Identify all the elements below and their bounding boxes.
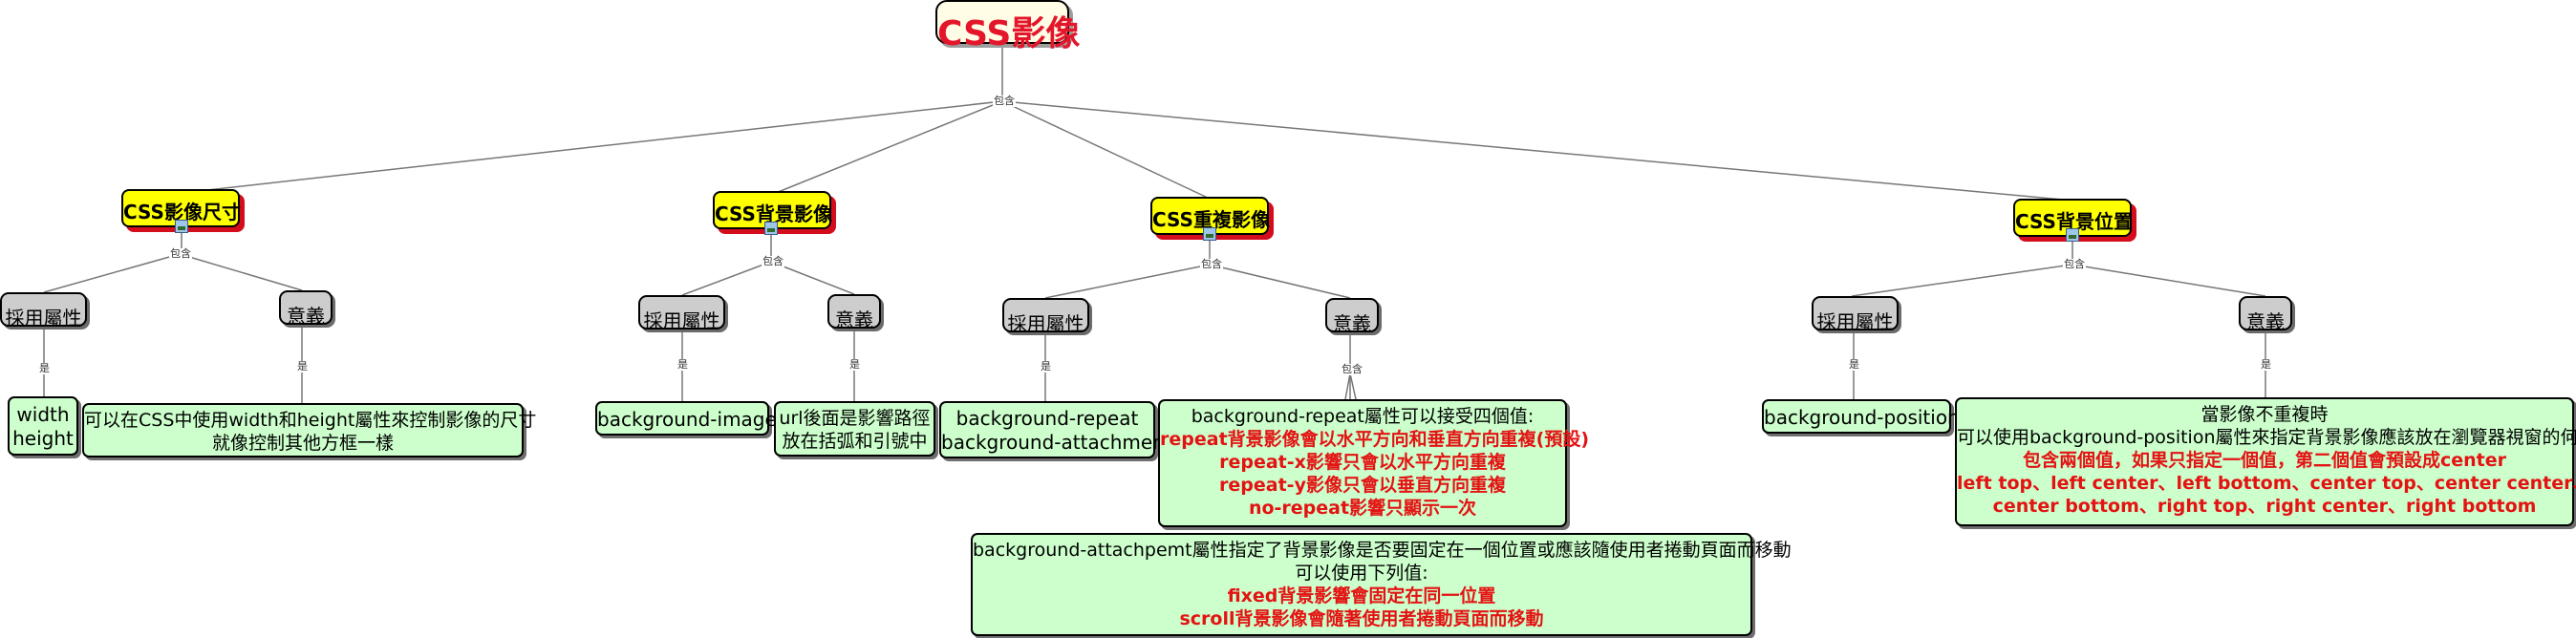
meaning-line: repeat背景影像會以水平方向和垂直方向重複(預設) <box>1160 429 1590 450</box>
image-icon <box>175 220 188 233</box>
meaning-line: repeat-x影響只會以水平方向重複 <box>1219 452 1506 473</box>
link-label-contains: 包含 <box>993 95 1016 107</box>
root-title: CSS影像 <box>937 14 1081 53</box>
meaning-label: 意義 <box>1333 312 1371 335</box>
meaning-line: 包含兩個值，如果只指定一個值，第二個值會預設成center <box>2022 450 2506 471</box>
link-label-is: 是 <box>848 358 861 371</box>
topic-css-background-image[interactable]: CSS背景影像 <box>713 191 832 229</box>
position-attr-value[interactable]: background-position <box>1762 399 1960 434</box>
meaning-label: 意義 <box>835 308 873 331</box>
meaning-line: left top、left center、left bottom、center … <box>1957 473 2576 494</box>
meaning-line: 可以在CSS中使用width和height屬性來控制影像的尺寸 <box>84 410 537 431</box>
attr-node-size[interactable]: 採用屬性 <box>0 292 87 330</box>
link-label-is: 是 <box>38 362 51 374</box>
root-node[interactable]: CSS影像 <box>935 0 1080 53</box>
repeat-meaning-text-2[interactable]: background-attachpemt屬性指定了背景影像是否要固定在一個位置… <box>971 533 1792 636</box>
value-line: background-repeat <box>955 407 1139 430</box>
link-label-is: 是 <box>1848 358 1860 371</box>
meaning-node-repeat[interactable]: 意義 <box>1325 298 1379 335</box>
attr-label: 採用屬性 <box>643 309 720 332</box>
size-attr-values[interactable]: width height <box>8 396 78 456</box>
meaning-line: 就像控制其他方框一樣 <box>211 433 394 454</box>
attr-node-position[interactable]: 採用屬性 <box>1812 296 1899 333</box>
meaning-line: no-repeat影響只顯示一次 <box>1248 498 1477 519</box>
meaning-line: fixed背景影響會固定在同一位置 <box>1227 585 1496 606</box>
meaning-node-bg[interactable]: 意義 <box>827 294 881 331</box>
meaning-line: 當影像不重複時 <box>2200 404 2329 425</box>
position-meaning-text[interactable]: 當影像不重複時 可以使用background-position屬性來指定背景影像… <box>1955 397 2576 526</box>
meaning-line: center bottom、right top、right center、rig… <box>1992 496 2537 517</box>
link-label-is: 是 <box>676 358 689 371</box>
attr-label: 採用屬性 <box>5 307 82 330</box>
link-label-contains: 包含 <box>169 247 192 260</box>
value-line: background-position <box>1764 406 1960 429</box>
value-line: height <box>12 427 74 450</box>
meaning-line: 可以使用下列值: <box>1295 563 1428 584</box>
attr-label: 採用屬性 <box>1007 312 1084 335</box>
image-icon <box>2066 228 2079 242</box>
link-label-contains: 包含 <box>762 255 784 267</box>
image-icon <box>1203 227 1216 241</box>
meaning-line: scroll背景影像會隨著使用者捲動頁面而移動 <box>1179 608 1544 629</box>
meaning-line: 放在括弧和引號中 <box>782 431 928 452</box>
meaning-line: 可以使用background-position屬性來指定背景影像應該放在瀏覽器視… <box>1957 427 2576 448</box>
size-meaning-text[interactable]: 可以在CSS中使用width和height屬性來控制影像的尺寸 就像控制其他方框… <box>82 403 537 457</box>
value-line: width <box>16 403 70 426</box>
meaning-node-position[interactable]: 意義 <box>2239 296 2292 333</box>
image-icon <box>764 222 778 235</box>
repeat-attr-values[interactable]: background-repeat background-attachment <box>939 401 1172 458</box>
attr-node-bg[interactable]: 採用屬性 <box>638 295 725 332</box>
meaning-line: url後面是影響路徑 <box>779 408 931 429</box>
value-line: background-image <box>597 408 777 431</box>
link-label-is: 是 <box>1040 360 1052 372</box>
value-line: background-attachment <box>941 431 1172 454</box>
link-label-is: 是 <box>2260 358 2272 371</box>
topic-css-background-position[interactable]: CSS背景位置 <box>2013 199 2133 237</box>
attr-node-repeat[interactable]: 採用屬性 <box>1002 298 1089 335</box>
repeat-meaning-text-1[interactable]: background-repeat屬性可以接受四個值: repeat背景影像會以… <box>1158 399 1590 527</box>
bg-attr-value[interactable]: background-image <box>595 401 777 436</box>
link-label-contains: 包含 <box>1341 363 1363 375</box>
link-label-contains: 包含 <box>2063 258 2086 270</box>
link-label-is: 是 <box>296 360 309 372</box>
link-label-contains: 包含 <box>1200 258 1223 270</box>
meaning-line: background-attachpemt屬性指定了背景影像是否要固定在一個位置… <box>973 540 1792 561</box>
meaning-label: 意義 <box>287 305 325 328</box>
attr-label: 採用屬性 <box>1816 310 1894 333</box>
meaning-node-size[interactable]: 意義 <box>279 290 333 328</box>
meaning-label: 意義 <box>2246 310 2285 333</box>
meaning-line: background-repeat屬性可以接受四個值: <box>1191 406 1535 427</box>
meaning-line: repeat-y影像只會以垂直方向重複 <box>1219 475 1506 496</box>
bg-meaning-text[interactable]: url後面是影響路徑 放在括弧和引號中 <box>774 401 935 457</box>
